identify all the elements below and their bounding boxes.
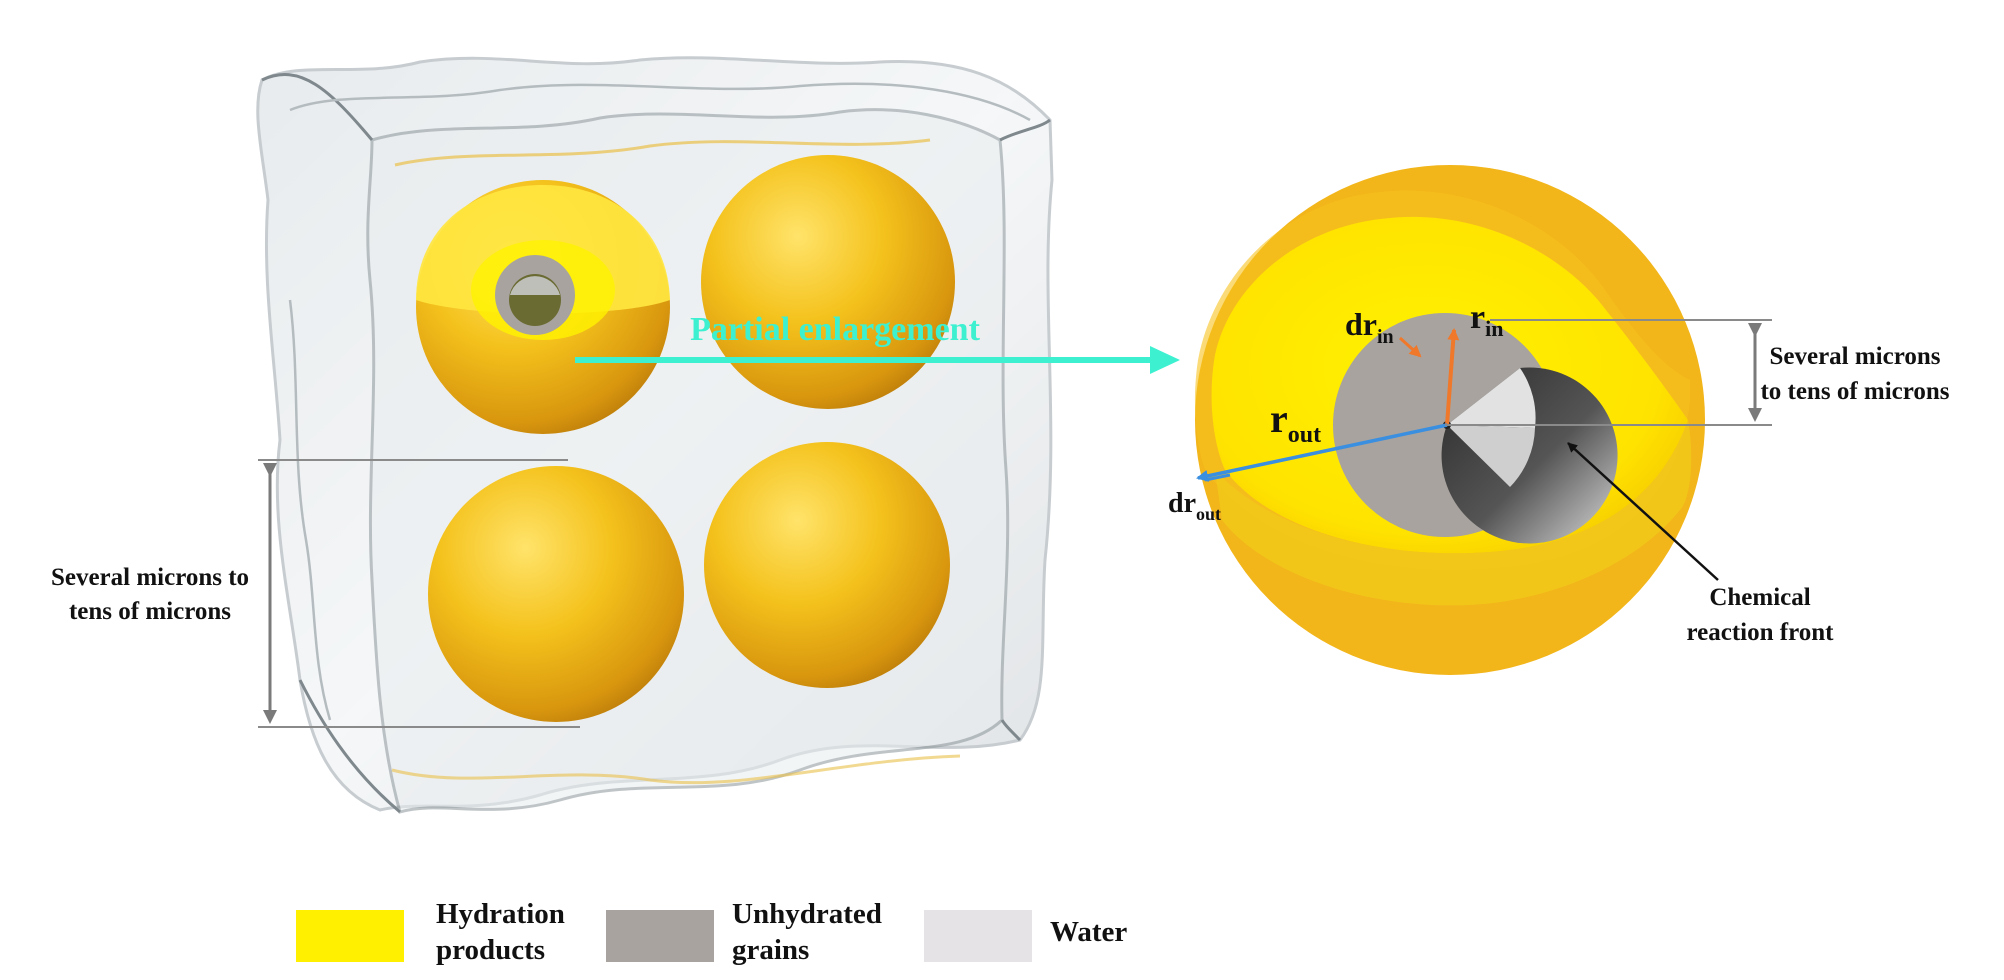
dr-out-label: drout	[1168, 488, 1221, 524]
r-in-main: r	[1470, 299, 1485, 336]
reaction-front-label-line2: reaction front	[1687, 619, 1835, 646]
water-ripple	[289, 82, 1031, 122]
enlargement-label: Partial enlargement	[690, 311, 981, 348]
core-cut-face	[1447, 368, 1536, 428]
legend-label-line2: grains	[732, 934, 810, 966]
reaction-front-pointer	[1567, 442, 1719, 581]
unhydrated-swatch	[606, 910, 714, 962]
reaction-front-label-line1: Chemical	[1709, 584, 1810, 611]
enlargement-arrow	[575, 346, 1180, 374]
right-scale-label-line2: to tens of microns	[1760, 378, 1949, 405]
cutaway-grain	[416, 180, 670, 434]
r-out-label: rout	[1270, 396, 1321, 448]
legend: Hydration products Unhydrated grains Wat…	[290, 896, 1290, 980]
r-out-arrow	[1196, 423, 1448, 482]
arrow-head	[1150, 346, 1180, 374]
grain-sphere	[428, 466, 684, 722]
water-ripple	[391, 754, 961, 785]
dr-in-label: drin	[1345, 306, 1394, 348]
grain-sphere	[701, 155, 955, 409]
hydration-swatch	[296, 910, 404, 962]
r-out-main: r	[1270, 396, 1288, 441]
water-edge	[1000, 719, 1022, 742]
water-cube	[256, 56, 1054, 814]
grain-core-cut	[510, 276, 560, 295]
water-ripple	[394, 138, 931, 167]
right-scale-label-line1: Several microns	[1769, 343, 1940, 370]
dr-out-sub: out	[1196, 504, 1221, 524]
dr-in-arrow	[1398, 336, 1422, 358]
water-edge	[298, 679, 401, 814]
r-in-sub: in	[1485, 316, 1503, 341]
r-in-label: rin	[1470, 299, 1503, 341]
legend-label-line1: Water	[1050, 916, 1128, 948]
legend-label-line1: Unhydrated	[732, 898, 882, 930]
hydration-layer-lower	[1215, 420, 1692, 606]
left-scale-label-line1: Several microns to	[51, 564, 249, 591]
dr-in-main: dr	[1345, 306, 1377, 342]
water-edge	[261, 73, 374, 141]
water-edge	[999, 118, 1051, 142]
r-out-sub: out	[1288, 422, 1321, 448]
left-scale-bar	[258, 459, 580, 728]
left-scale-label-line2: tens of microns	[69, 598, 231, 625]
legend-label-line1: Hydration	[436, 898, 565, 930]
dr-out-arrow	[1204, 473, 1231, 482]
water-ripple	[288, 299, 332, 721]
grain-sphere	[704, 442, 950, 688]
right-scale-bar	[1445, 319, 1772, 426]
enlarged-grain	[1194, 165, 1705, 675]
dr-in-sub: in	[1377, 326, 1394, 348]
dr-out-main: dr	[1168, 488, 1196, 519]
legend-label-line2: products	[436, 934, 546, 966]
water-swatch	[924, 910, 1032, 962]
core-cut-face	[1447, 425, 1535, 487]
r-in-arrow	[1445, 328, 1460, 426]
